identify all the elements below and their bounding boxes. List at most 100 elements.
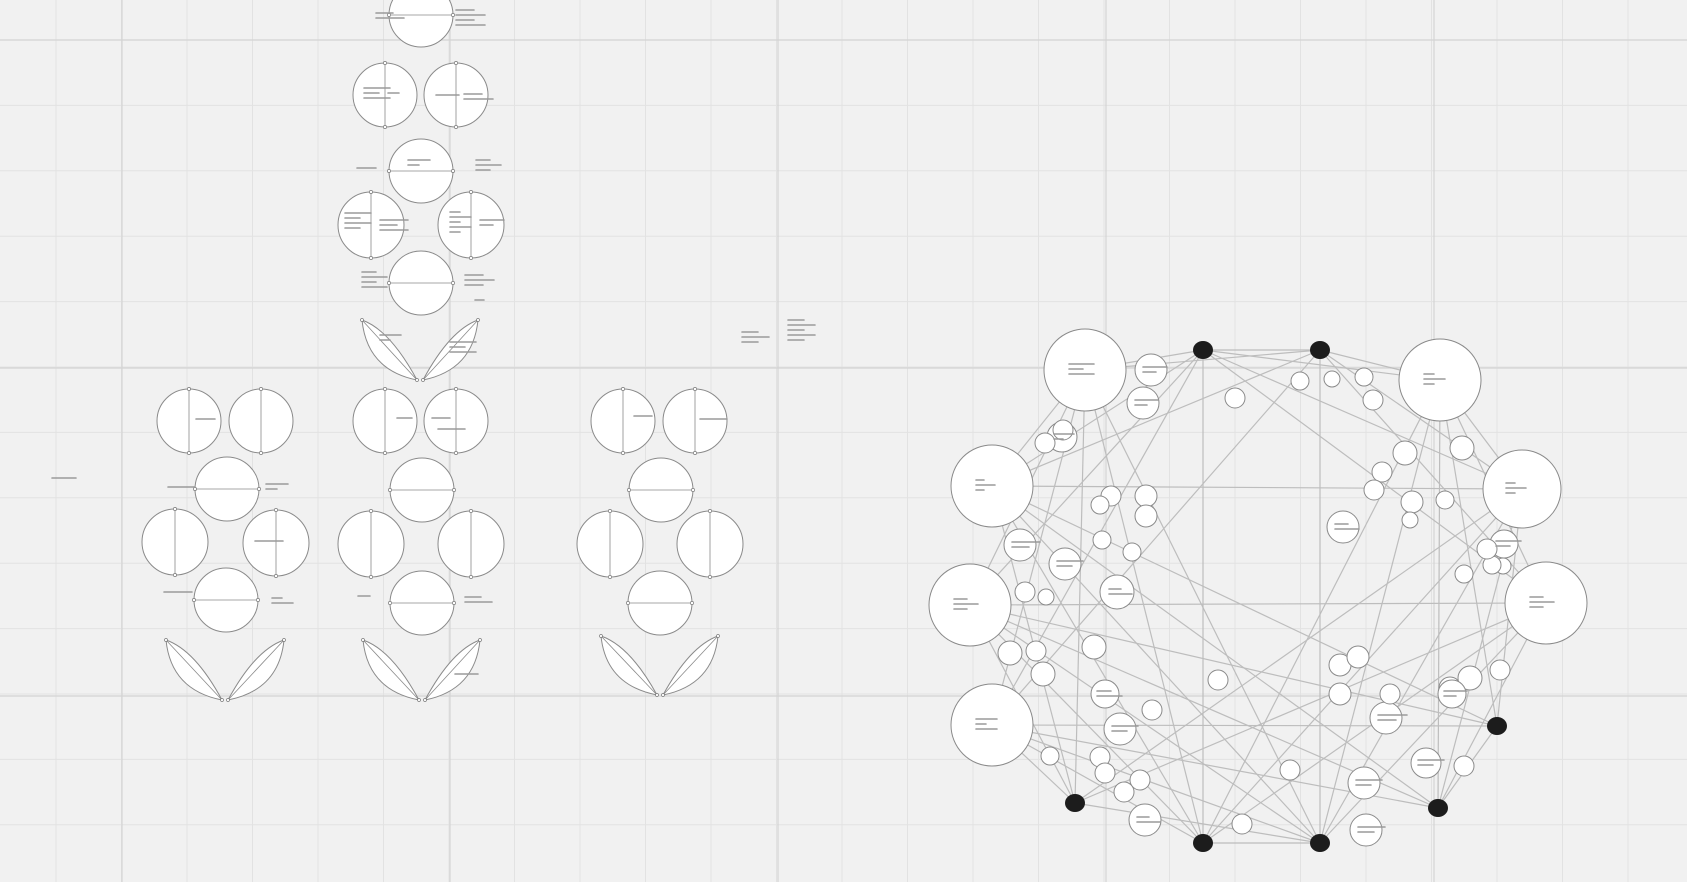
network-edge <box>991 485 1321 844</box>
petal-vein <box>424 639 481 701</box>
small-node <box>1094 762 1116 784</box>
network-edge <box>1319 349 1523 490</box>
network-edge <box>1074 802 1321 844</box>
small-node <box>1457 665 1483 691</box>
small-node <box>1401 511 1419 529</box>
port-dot <box>693 451 697 455</box>
small-node <box>1037 588 1055 606</box>
small-node <box>1122 542 1142 562</box>
small-node <box>1040 746 1060 766</box>
port-dot <box>621 451 625 455</box>
port-dot <box>454 61 458 65</box>
flower-top-circle <box>437 190 505 260</box>
small-node <box>1435 490 1455 510</box>
petal-vein <box>165 639 223 701</box>
flower-top-circle <box>387 250 455 316</box>
small-node <box>1326 510 1360 544</box>
port-dot <box>691 488 695 492</box>
flower-col1-circle <box>156 387 222 455</box>
port-dot <box>226 698 230 702</box>
hub-node <box>1065 794 1085 812</box>
port-dot <box>187 451 191 455</box>
port-dot <box>608 575 612 579</box>
port-dot <box>369 190 373 194</box>
small-node <box>1090 495 1110 515</box>
flower-top-head <box>387 0 455 48</box>
port-dot <box>193 487 197 491</box>
port-dot <box>454 125 458 129</box>
small-node <box>1052 419 1074 441</box>
port-dot <box>655 693 659 697</box>
flower-col2-petals <box>361 638 482 702</box>
network-edge <box>991 485 1439 809</box>
flower-col1-petals <box>164 638 286 702</box>
port-dot <box>256 598 260 602</box>
small-node <box>1034 432 1056 454</box>
port-dot <box>369 509 373 513</box>
small-node <box>1347 766 1381 800</box>
small-node <box>1014 581 1036 603</box>
port-dot <box>383 387 387 391</box>
port-dot <box>164 638 168 642</box>
port-dot <box>469 575 473 579</box>
small-node <box>1449 435 1475 461</box>
small-node <box>1379 683 1401 705</box>
small-node <box>1134 484 1158 508</box>
hub-node <box>1428 799 1448 817</box>
small-node <box>1437 679 1467 709</box>
flower-col1-circle <box>242 508 310 578</box>
flower-col3-petals <box>599 634 720 697</box>
port-dot <box>608 509 612 513</box>
small-node <box>1030 661 1056 687</box>
petal-vein <box>362 639 420 701</box>
flower-col1-circle <box>193 456 261 522</box>
port-dot <box>192 598 196 602</box>
port-dot <box>415 378 419 382</box>
network-nodes <box>928 328 1588 852</box>
petal-vein <box>227 639 285 701</box>
small-node <box>1134 504 1158 528</box>
hub-node <box>1310 834 1330 852</box>
small-node <box>1099 574 1135 610</box>
port-dot <box>599 634 603 638</box>
flower-col3-circle <box>662 387 728 455</box>
petal-vein <box>662 635 719 696</box>
small-node <box>1392 440 1418 466</box>
port-dot <box>282 638 286 642</box>
small-node <box>1128 803 1162 837</box>
port-dot <box>259 387 263 391</box>
small-node <box>1092 530 1112 550</box>
small-node <box>1279 759 1301 781</box>
port-dot <box>369 575 373 579</box>
port-dot <box>423 698 427 702</box>
small-node <box>1048 547 1082 581</box>
petal-vein <box>422 319 479 381</box>
small-node <box>1400 490 1424 514</box>
flower-col2-circle <box>423 387 489 455</box>
hub-node <box>1193 341 1213 359</box>
small-node <box>1025 640 1047 662</box>
large-node <box>950 444 1034 528</box>
port-dot <box>388 601 392 605</box>
port-dot <box>361 638 365 642</box>
hub-node <box>1487 717 1507 735</box>
network-edge <box>1439 379 1498 727</box>
flower-top-circle <box>337 190 405 260</box>
small-node <box>1354 367 1374 387</box>
port-dot <box>478 638 482 642</box>
network-edge <box>969 349 1204 606</box>
small-node <box>1003 528 1037 562</box>
port-dot <box>693 387 697 391</box>
large-node <box>928 563 1012 647</box>
port-dot <box>387 281 391 285</box>
petal-vein <box>600 635 658 696</box>
port-dot <box>417 698 421 702</box>
port-dot <box>451 13 455 17</box>
port-dot <box>451 169 455 173</box>
flower-col2-circle <box>337 509 405 579</box>
flower-col2-circle <box>388 570 456 636</box>
small-node <box>1454 564 1474 584</box>
port-dot <box>220 698 224 702</box>
hub-node <box>1310 341 1330 359</box>
